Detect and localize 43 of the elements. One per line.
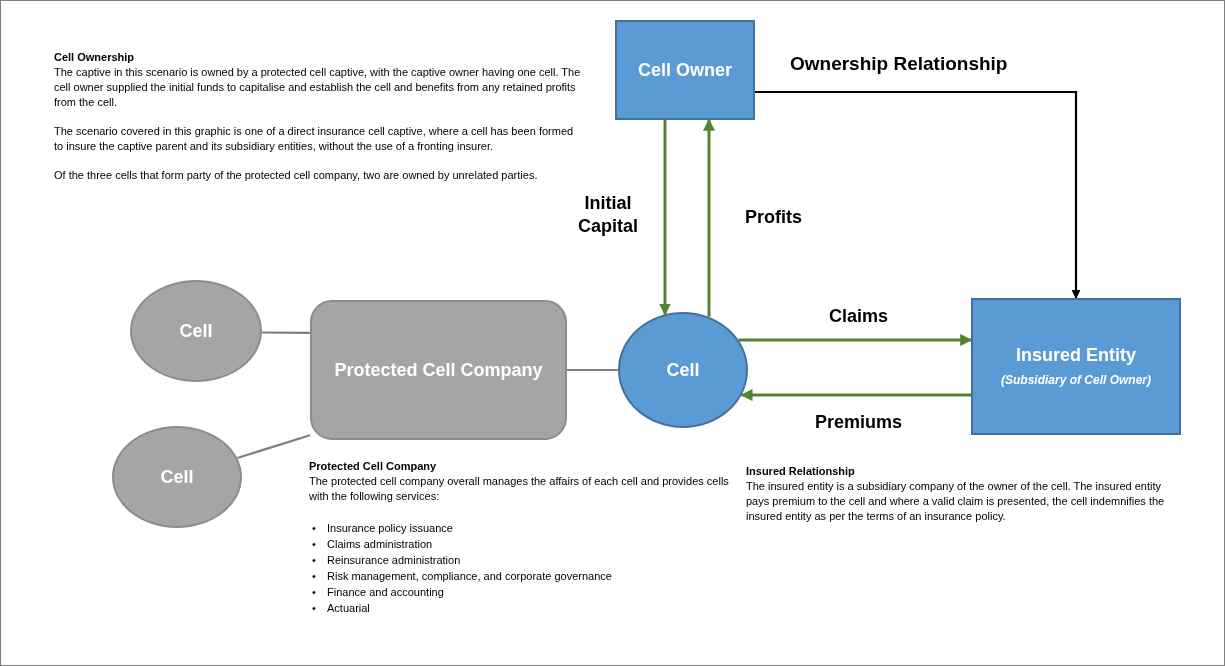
paragraph: The captive in this scenario is owned by a protected cell captive, with the captive owner having one cell. The cell owner supplied the initial funds to capitalise and establish the cell and benefits from any retained profits from the cell. (54, 65, 582, 110)
edge-label: Profits (745, 206, 802, 229)
edge-label: Claims (829, 305, 889, 328)
node-title: Cell (160, 465, 194, 489)
node-title: Cell (666, 358, 700, 382)
edge-label: Ownership Relationship (790, 52, 1008, 76)
section-heading: Protected Cell Company (309, 459, 438, 474)
paragraph: The scenario covered in this graphic is one of a direct insurance cell captive, where a cell has been formed to insure the captive parent and its subsidiary entities, without the use of a fronting insurer. (54, 124, 575, 154)
arrow (703, 118, 715, 317)
arrow (740, 389, 971, 401)
bullet-marker: • (311, 601, 317, 616)
bullet-marker: • (311, 537, 317, 552)
edge-label: Premiums (815, 411, 903, 434)
section-heading: Cell Ownership (54, 50, 136, 65)
bullet-marker: • (311, 521, 317, 536)
connector-line (262, 331, 310, 334)
bullet-marker: • (311, 585, 317, 600)
paragraph: The insured entity is a subsidiary company of the owner of the cell. The insured entity pays premium to the cell and where a valid claim is presented, the cell indemnifies the insured entity as per the terms of an insurance policy. (746, 479, 1166, 524)
bullet-marker: • (311, 553, 317, 568)
node-title: Protected Cell Company (334, 358, 543, 382)
arrow (659, 120, 671, 316)
bullet-item: Risk management, compliance, and corporate governance (327, 569, 612, 584)
edge-label: Initial Capital (577, 192, 639, 239)
bullet-item: Actuarial (327, 601, 370, 616)
process-box (615, 20, 755, 120)
bullet-item: Finance and accounting (327, 585, 444, 600)
arrow (738, 334, 973, 346)
connector-line (567, 368, 618, 372)
node-title: Cell Owner (638, 58, 732, 82)
node-title: Cell (179, 319, 213, 343)
bullet-item: Claims administration (327, 537, 433, 552)
bullet-marker: • (311, 569, 317, 584)
bullet-item: Insurance policy issuance (327, 521, 453, 536)
rounded-box (310, 300, 567, 440)
process-box (971, 298, 1181, 435)
node-subtitle: (Subsidiary of Cell Owner) (1001, 371, 1151, 389)
paragraph: The protected cell company overall manages the affairs of each cell and provides cells with the following services: (309, 474, 729, 504)
connector-line (236, 434, 311, 460)
arrow (755, 90, 1081, 299)
node-title: Insured Entity (1016, 344, 1136, 367)
section-heading: Insured Relationship (746, 464, 856, 479)
paragraph: Of the three cells that form party of the protected cell company, two are owned by unrelated parties. (54, 168, 539, 183)
bullet-item: Reinsurance administration (327, 553, 461, 568)
